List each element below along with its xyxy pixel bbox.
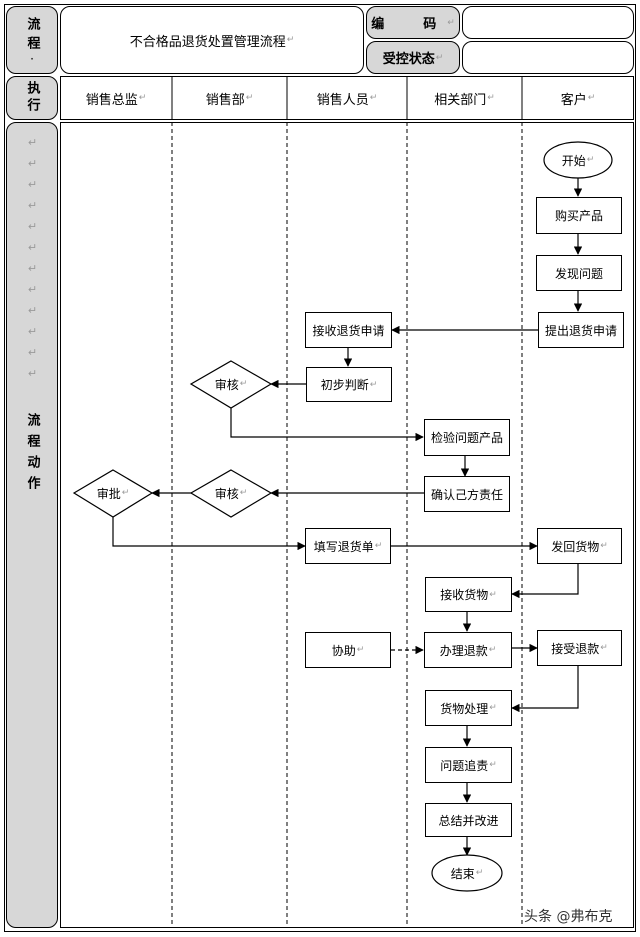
node-handle-goods: 货物处理↵	[425, 690, 512, 726]
control-label: 受控状态	[382, 52, 435, 67]
lane-header-sales-staff: 销售人员↵	[316, 92, 378, 108]
code-label: 编 码	[371, 17, 447, 32]
code-value-cell	[462, 6, 634, 39]
side-return-marks: ↵↵ ↵↵ ↵↵ ↵↵ ↵↵ ↵↵	[27, 136, 38, 380]
flow-label-tail: ·	[30, 52, 34, 66]
exec-label: 执行	[24, 81, 40, 115]
node-assist: 协助↵	[305, 632, 391, 668]
node-end: 结束↵	[450, 866, 484, 881]
watermark-text: 头条 @弗布克	[524, 909, 613, 925]
diagram-body	[60, 122, 634, 928]
control-value-cell	[462, 41, 634, 74]
node-summary: 总结并改进	[425, 803, 512, 837]
exec-label-cell: 执行	[6, 76, 58, 120]
node-find: 发现问题	[536, 255, 622, 291]
edge-accept-handle	[511, 666, 579, 713]
code-label-cell: 编 码↵	[366, 6, 460, 39]
node-review2: 审核↵	[214, 486, 248, 501]
start-ellipse	[543, 141, 613, 179]
title-cell: 不合格品退货处置管理流程↵	[60, 6, 364, 74]
end-ellipse	[431, 854, 503, 892]
flow-label: 流程	[24, 17, 40, 55]
edge-review1-inspect	[230, 408, 424, 442]
node-fill-form: 填写退货单↵	[305, 528, 391, 564]
lane-header-customer: 客户↵	[560, 92, 596, 108]
node-submit: 提出退货申请	[538, 312, 624, 348]
node-accept-refund: 接受退款↵	[537, 630, 622, 666]
node-confirm: 确认己方责任	[424, 476, 510, 512]
node-send-back: 发回货物↵	[537, 528, 622, 564]
node-accountability: 问题追责↵	[425, 747, 512, 783]
lane-dividers	[171, 122, 523, 928]
review1-diamond	[189, 360, 273, 409]
edge-approve-fill	[112, 517, 306, 551]
flow-label-cell: 流程 ·	[6, 6, 58, 74]
side-label-cell	[6, 122, 58, 928]
edge-sendback-receive	[511, 564, 579, 599]
node-receive-goods: 接收货物↵	[425, 577, 512, 612]
node-prelim: 初步判断↵	[306, 367, 392, 402]
lane-header-related-dept: 相关部门↵	[434, 92, 495, 108]
side-label-wrap: 流程动作	[6, 410, 58, 500]
lane-header-sales-director: 销售总监↵	[85, 92, 147, 108]
node-refund: 办理退款↵	[424, 632, 512, 668]
node-inspect: 检验问题产品	[424, 419, 510, 456]
node-buy: 购买产品	[536, 197, 622, 234]
lane-header-row	[60, 76, 634, 120]
node-start: 开始↵	[561, 153, 595, 168]
node-review1: 审核↵	[214, 377, 248, 392]
review2-diamond	[189, 469, 273, 518]
node-receive-app: 接收退货申请	[305, 312, 392, 348]
lane-header-sales-dept: 销售部↵	[205, 92, 254, 108]
outer-frame	[4, 4, 636, 932]
page-title: 不合格品退货处置管理流程	[129, 34, 286, 50]
side-label: 流程动作	[24, 413, 40, 497]
approve-diamond	[72, 469, 154, 518]
control-label-cell: 受控状态↵	[366, 41, 460, 74]
node-approve: 审批↵	[96, 486, 130, 501]
